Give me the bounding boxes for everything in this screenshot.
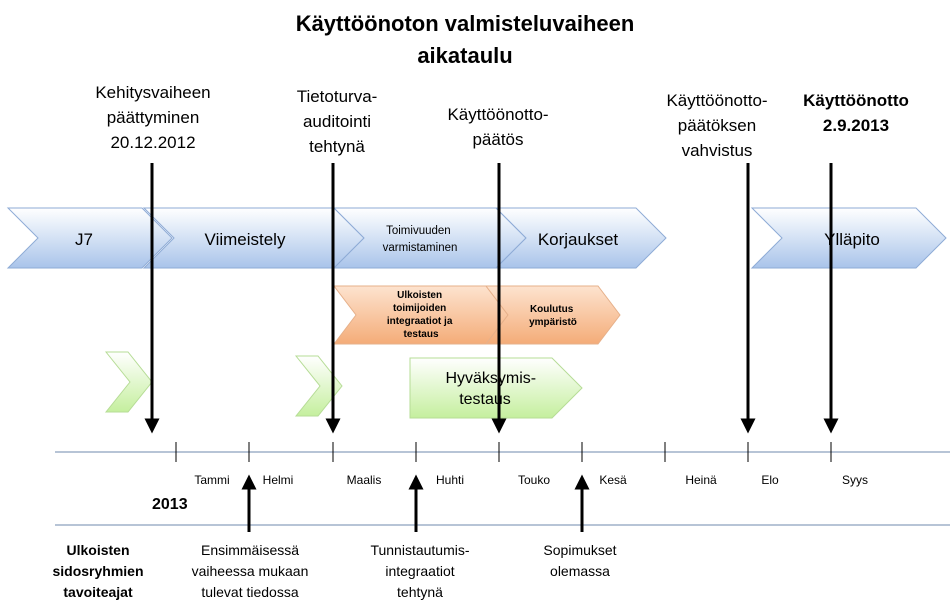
stakeholder-line: Tunnistautumis- (370, 542, 470, 558)
task-chevron-koulutus (484, 285, 621, 345)
phase-chevron-j7 (6, 207, 173, 269)
stakeholder-title-line: tavoiteajat (63, 584, 133, 600)
phase-chevron-korjaukset (494, 207, 667, 269)
orange-task-row (332, 285, 621, 345)
phase-label-line: Viimeistely (205, 230, 286, 249)
milestone-label-4: Käyttöönotto- päätöksen vahvistus (642, 88, 792, 163)
year-label: 2013 (152, 496, 188, 513)
phase-label-line: J7 (75, 230, 93, 249)
task-chevron-hyvaksymistestaus (409, 357, 583, 419)
phase-label-line: varmistaminen (383, 242, 458, 254)
milestone-line: Käyttöönotto- (666, 91, 768, 110)
stakeholder-item-3: Sopimukset olemassa (520, 540, 640, 582)
phase-label-korjaukset: Korjaukset (538, 230, 619, 249)
month-label-maalis: Maalis (346, 473, 382, 487)
month-label-heina: Heinä (685, 473, 717, 487)
stakeholder-line: Ensimmäisessä (200, 542, 300, 558)
stakeholder-item-1: Ensimmäisessä vaiheessa mukaan tulevat t… (180, 540, 320, 603)
milestone-line: 2.9.2013 (822, 116, 890, 135)
milestone-line: päättyminen (106, 108, 200, 127)
task-label-hyvaksymistestaus: Hyväksymis- testaus (445, 370, 540, 408)
stakeholder-line: tehtynä (397, 584, 443, 600)
task-label-koulutus: Koulutus ympäristö (529, 304, 577, 328)
task-label-integraatiot: Ulkoisten toimijoiden integraatiot ja te… (387, 290, 455, 340)
task-label-line: testaus (403, 329, 438, 340)
phase-label-viimeistely: Viimeistely (205, 230, 286, 249)
stakeholder-line: integraatiot (385, 563, 455, 579)
task-label-line: toimijoiden (393, 303, 446, 314)
milestone-line: 20.12.2012 (110, 133, 196, 152)
phase-label-line: Toimivuuden (386, 225, 451, 237)
milestone-line: tehtynä (309, 137, 365, 156)
milestone-line: vahvistus (681, 141, 753, 160)
green-chevron-small-1 (104, 351, 153, 413)
milestone-line: auditointi (302, 112, 372, 131)
title-line-1: Käyttöönoton valmisteluvaiheen (295, 11, 635, 36)
stakeholder-title-line: Ulkoisten (66, 542, 130, 558)
month-label-helmi: Helmi (262, 473, 294, 487)
stakeholder-line: Sopimukset (543, 542, 617, 558)
stakeholder-title-line: sidosryhmien (52, 563, 144, 579)
stakeholder-line: tulevat tiedossa (201, 584, 299, 600)
milestone-line: päätös (472, 130, 524, 149)
month-label-kesa: Kesä (599, 473, 627, 487)
milestone-line: Tietoturva- (296, 87, 378, 106)
phase-label-toimivuuden: Toimivuuden varmistaminen (383, 225, 458, 254)
page-title: Käyttöönoton valmisteluvaiheen aikataulu (250, 8, 680, 72)
phase-label-line: Ylläpito (824, 230, 880, 249)
task-label-line: Koulutus (530, 304, 574, 315)
milestone-line: Käyttöönotto (803, 91, 909, 110)
milestone-label-1: Kehitysvaiheen päättyminen 20.12.2012 (68, 80, 238, 155)
task-label-line: Ulkoisten (397, 290, 442, 301)
milestone-label-3: Käyttöönotto- päätös (418, 102, 578, 152)
task-label-line: integraatiot ja (387, 316, 453, 327)
month-label-touko: Touko (517, 473, 551, 487)
month-label-huhti: Huhti (435, 473, 464, 487)
phase-label-yllapito: Ylläpito (824, 230, 880, 249)
phase-label-j7: J7 (75, 230, 93, 249)
task-label-line: Hyväksymis- (445, 370, 536, 387)
month-ticks (175, 442, 832, 462)
milestone-line: Käyttöönotto- (447, 105, 549, 124)
phase-label-line: Korjaukset (538, 230, 619, 249)
stakeholder-title: Ulkoisten sidosryhmien tavoiteajat (38, 540, 158, 603)
month-label-tammi: Tammi (194, 473, 230, 487)
milestone-line: Kehitysvaiheen (95, 83, 211, 102)
stakeholder-line: olemassa (550, 563, 610, 579)
milestone-line: päätöksen (677, 116, 757, 135)
stakeholder-arrows (241, 474, 590, 532)
phase-row (6, 207, 947, 269)
title-line-2: aikataulu (417, 43, 513, 68)
milestone-label-2: Tietoturva- auditointi tehtynä (272, 84, 402, 159)
green-chevron-small-2 (294, 355, 343, 417)
stakeholder-item-2: Tunnistautumis- integraatiot tehtynä (350, 540, 490, 603)
phase-chevron-yllapito (750, 207, 947, 269)
month-label-elo: Elo (761, 473, 779, 487)
task-label-line: testaus (459, 391, 511, 408)
stakeholder-line: vaiheessa mukaan (191, 563, 309, 579)
month-label-syys: Syys (841, 473, 868, 487)
milestone-arrows (144, 163, 839, 434)
milestone-label-5: Käyttöönotto 2.9.2013 (786, 88, 926, 138)
task-label-line: ympäristö (529, 317, 577, 328)
